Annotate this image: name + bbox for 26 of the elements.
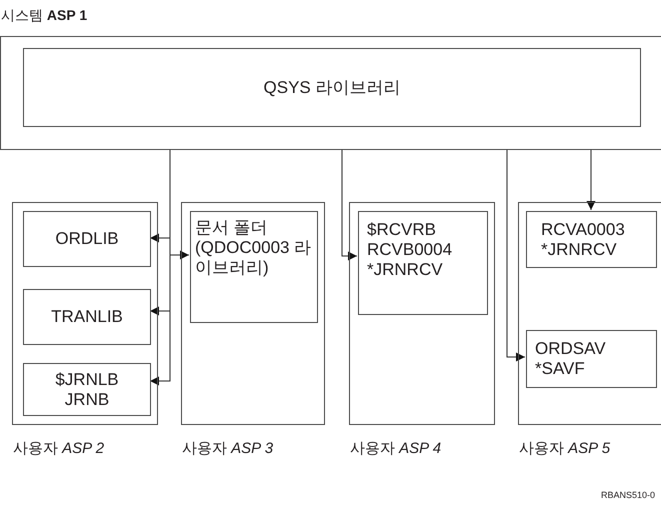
arrow [586, 150, 596, 210]
figure-id: RBANS510-0 [600, 490, 655, 500]
library-name: RCVA0003 *JRNRCV [541, 220, 626, 260]
arrow [506, 150, 526, 362]
library-box [526, 211, 657, 268]
library-name: QSYS 라이브러리 [264, 78, 400, 98]
asp-heading: 사용자 ASP 2 [13, 439, 104, 458]
library-box [23, 211, 151, 267]
arrow [342, 150, 358, 260]
library-name: $JRNLB JRNB [54, 370, 120, 410]
library-name: ORDLIB [55, 229, 119, 249]
library-box [190, 211, 318, 323]
asp-heading: 시스템 ASP 1 [1, 7, 88, 25]
library-name: ORDSAV *SAVF [535, 339, 607, 379]
library-box [23, 48, 641, 127]
library-box [526, 330, 657, 388]
asp-heading: 사용자 ASP 5 [519, 439, 610, 458]
library-name: TRANLIB [51, 307, 123, 327]
asp-heading: 사용자 ASP 4 [350, 439, 442, 458]
library-name: $RCVRB RCVB0004 *JRNRCV [367, 220, 454, 280]
library-box [23, 363, 151, 416]
asp-heading: 사용자 ASP 3 [182, 439, 274, 458]
library-box [23, 289, 151, 345]
library-box [358, 211, 488, 315]
arrow [150, 150, 170, 386]
library-name: 문서 폴더 (QDOC0003 라이브러리) [195, 218, 312, 278]
